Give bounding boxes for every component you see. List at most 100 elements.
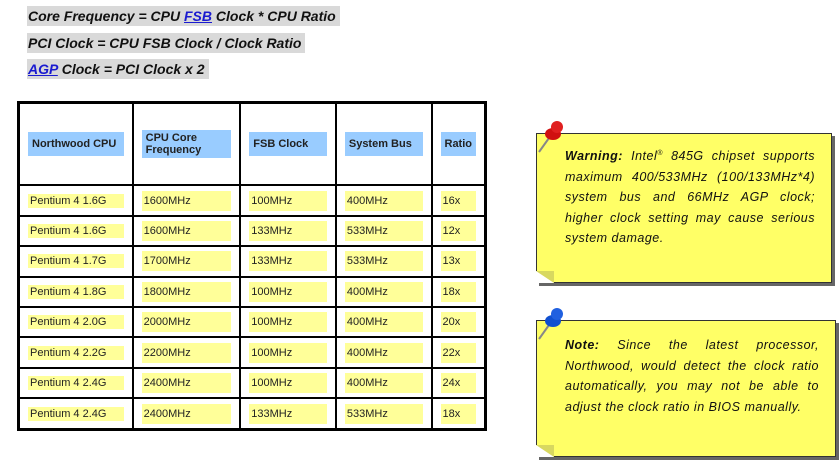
table-cell: 400MHz	[334, 336, 433, 369]
red-pushpin-icon	[538, 121, 563, 153]
cell-value: 13x	[440, 251, 476, 272]
formula-agp-clock: AGP Clock = PCI Clock x 2	[27, 59, 209, 79]
cell-value: 400MHz	[344, 281, 423, 302]
table-row: Pentium 4 1.6G 1600MHz 100MHz 400MHz 16x	[17, 184, 487, 217]
table-cell: 1800MHz	[131, 275, 242, 309]
cell-value: 1600MHz	[141, 221, 232, 242]
formula-text: PCI Clock = CPU FSB Clock / Clock Ratio	[28, 35, 302, 51]
table-cell: 533MHz	[334, 397, 433, 431]
table-row: Pentium 4 1.7G 1700MHz 133MHz 533MHz 13x	[17, 245, 487, 278]
table-cell: 13x	[430, 245, 487, 278]
cell-value: 24x	[440, 373, 476, 394]
table-row: Pentium 4 2.0G 2000MHz 100MHz 400MHz 20x	[17, 306, 487, 339]
table-cell: Pentium 4 2.2G	[17, 336, 134, 369]
table-cell: 400MHz	[334, 184, 433, 217]
table-cell: 18x	[430, 275, 487, 309]
table-cell: 1600MHz	[131, 214, 242, 248]
header-cell: Ratio	[440, 132, 476, 157]
table-cell: Pentium 4 2.4G	[17, 397, 134, 431]
info-note: Note: Since the latest processor, Northw…	[536, 308, 836, 457]
cell-value: 100MHz	[249, 281, 327, 302]
header-cell: CPU Core Frequency	[141, 130, 232, 159]
cell-value: Pentium 4 1.6G	[28, 224, 124, 239]
table-cell: 2200MHz	[131, 336, 242, 369]
cell-value: 400MHz	[344, 190, 423, 211]
cell-value: 18x	[440, 281, 476, 302]
cell-value: 100MHz	[249, 312, 327, 333]
table-cell: 400MHz	[334, 366, 433, 400]
table-cell: 2400MHz	[131, 397, 242, 431]
table-cell: 2000MHz	[131, 306, 242, 339]
cell-value: 133MHz	[249, 251, 327, 272]
header-cell: System Bus	[344, 132, 423, 157]
registered-mark: ®	[657, 150, 663, 157]
table-cell: 400MHz	[334, 275, 433, 309]
note-text: Since the latest processor, Northwood, w…	[565, 338, 819, 414]
cell-value: 400MHz	[344, 312, 423, 333]
table-header-row: Northwood CPU CPU Core Frequency FSB Clo…	[17, 101, 487, 187]
cell-value: 2400MHz	[141, 373, 232, 394]
table-cell: 133MHz	[239, 214, 337, 248]
formula-text: Clock = PCI Clock x 2	[57, 61, 205, 77]
cell-value: 100MHz	[249, 342, 327, 363]
cell-value: 22x	[440, 342, 476, 363]
table-cell: 100MHz	[239, 366, 337, 400]
cell-value: Pentium 4 1.6G	[28, 193, 124, 208]
cell-value: Pentium 4 1.7G	[28, 254, 124, 269]
warning-label: Warning:	[565, 149, 623, 164]
header-cell: FSB Clock	[249, 132, 327, 157]
cell-value: Pentium 4 2.0G	[28, 315, 124, 330]
warning-text: 845G chipset supports maximum 400/533MHz…	[565, 149, 816, 246]
table-cell: 100MHz	[239, 275, 337, 309]
table-row: Pentium 4 2.4G 2400MHz 133MHz 533MHz 18x	[17, 397, 487, 431]
cell-value: 533MHz	[344, 221, 423, 242]
table-cell: 1700MHz	[131, 245, 242, 278]
formula-core-frequency: Core Frequency = CPU FSB Clock * CPU Rat…	[27, 6, 340, 26]
table-cell: 533MHz	[334, 214, 433, 248]
header-cell: Northwood CPU	[28, 132, 124, 157]
cell-value: 1800MHz	[141, 281, 232, 302]
cell-value: 2400MHz	[141, 403, 232, 424]
fsb-link[interactable]: FSB	[184, 8, 212, 24]
table-row: Pentium 4 1.6G 1600MHz 133MHz 533MHz 12x	[17, 214, 487, 248]
cell-value: 16x	[440, 190, 476, 211]
table-cell: 16x	[430, 184, 487, 217]
table-cell: 1600MHz	[131, 184, 242, 217]
table-cell: 533MHz	[334, 245, 433, 278]
blue-pushpin-icon	[538, 308, 563, 340]
table-cell: 133MHz	[239, 245, 337, 278]
cell-value: 1600MHz	[141, 190, 232, 211]
page-fold	[536, 445, 554, 457]
cell-value: Pentium 4 2.2G	[28, 345, 124, 360]
table-row: Pentium 4 1.8G 1800MHz 100MHz 400MHz 18x	[17, 275, 487, 309]
table-cell: 24x	[430, 366, 487, 400]
table-row: Pentium 4 2.2G 2200MHz 100MHz 400MHz 22x	[17, 336, 487, 369]
cell-value: Pentium 4 2.4G	[28, 376, 124, 391]
table-cell: 12x	[430, 214, 487, 248]
table-row: Pentium 4 2.4G 2400MHz 100MHz 400MHz 24x	[17, 366, 487, 400]
table-cell: Pentium 4 2.4G	[17, 366, 134, 400]
table-cell: 400MHz	[334, 306, 433, 339]
formula-text: Core Frequency = CPU	[28, 8, 184, 24]
table-cell: 18x	[430, 397, 487, 431]
warning-note: Warning: Intel® 845G chipset supports ma…	[536, 121, 832, 283]
cell-value: 100MHz	[249, 373, 327, 394]
cell-value: 100MHz	[249, 190, 327, 211]
formula-text: Clock * CPU Ratio	[212, 8, 336, 24]
cell-value: 533MHz	[344, 403, 423, 424]
table-cell: 100MHz	[239, 184, 337, 217]
cell-value: 133MHz	[249, 221, 327, 242]
cell-value: Pentium 4 2.4G	[28, 406, 124, 421]
cell-value: 400MHz	[344, 373, 423, 394]
cell-value: 2200MHz	[141, 342, 232, 363]
agp-link[interactable]: AGP	[28, 61, 58, 77]
cell-value: 2000MHz	[141, 312, 232, 333]
table-cell: 22x	[430, 336, 487, 369]
table-cell: Pentium 4 1.8G	[17, 275, 134, 309]
note-label: Note:	[565, 338, 600, 352]
cell-value: 20x	[440, 312, 476, 333]
cell-value: 12x	[440, 221, 476, 242]
table-cell: 133MHz	[239, 397, 337, 431]
table-cell: Pentium 4 2.0G	[17, 306, 134, 339]
cell-value: Pentium 4 1.8G	[28, 284, 124, 299]
